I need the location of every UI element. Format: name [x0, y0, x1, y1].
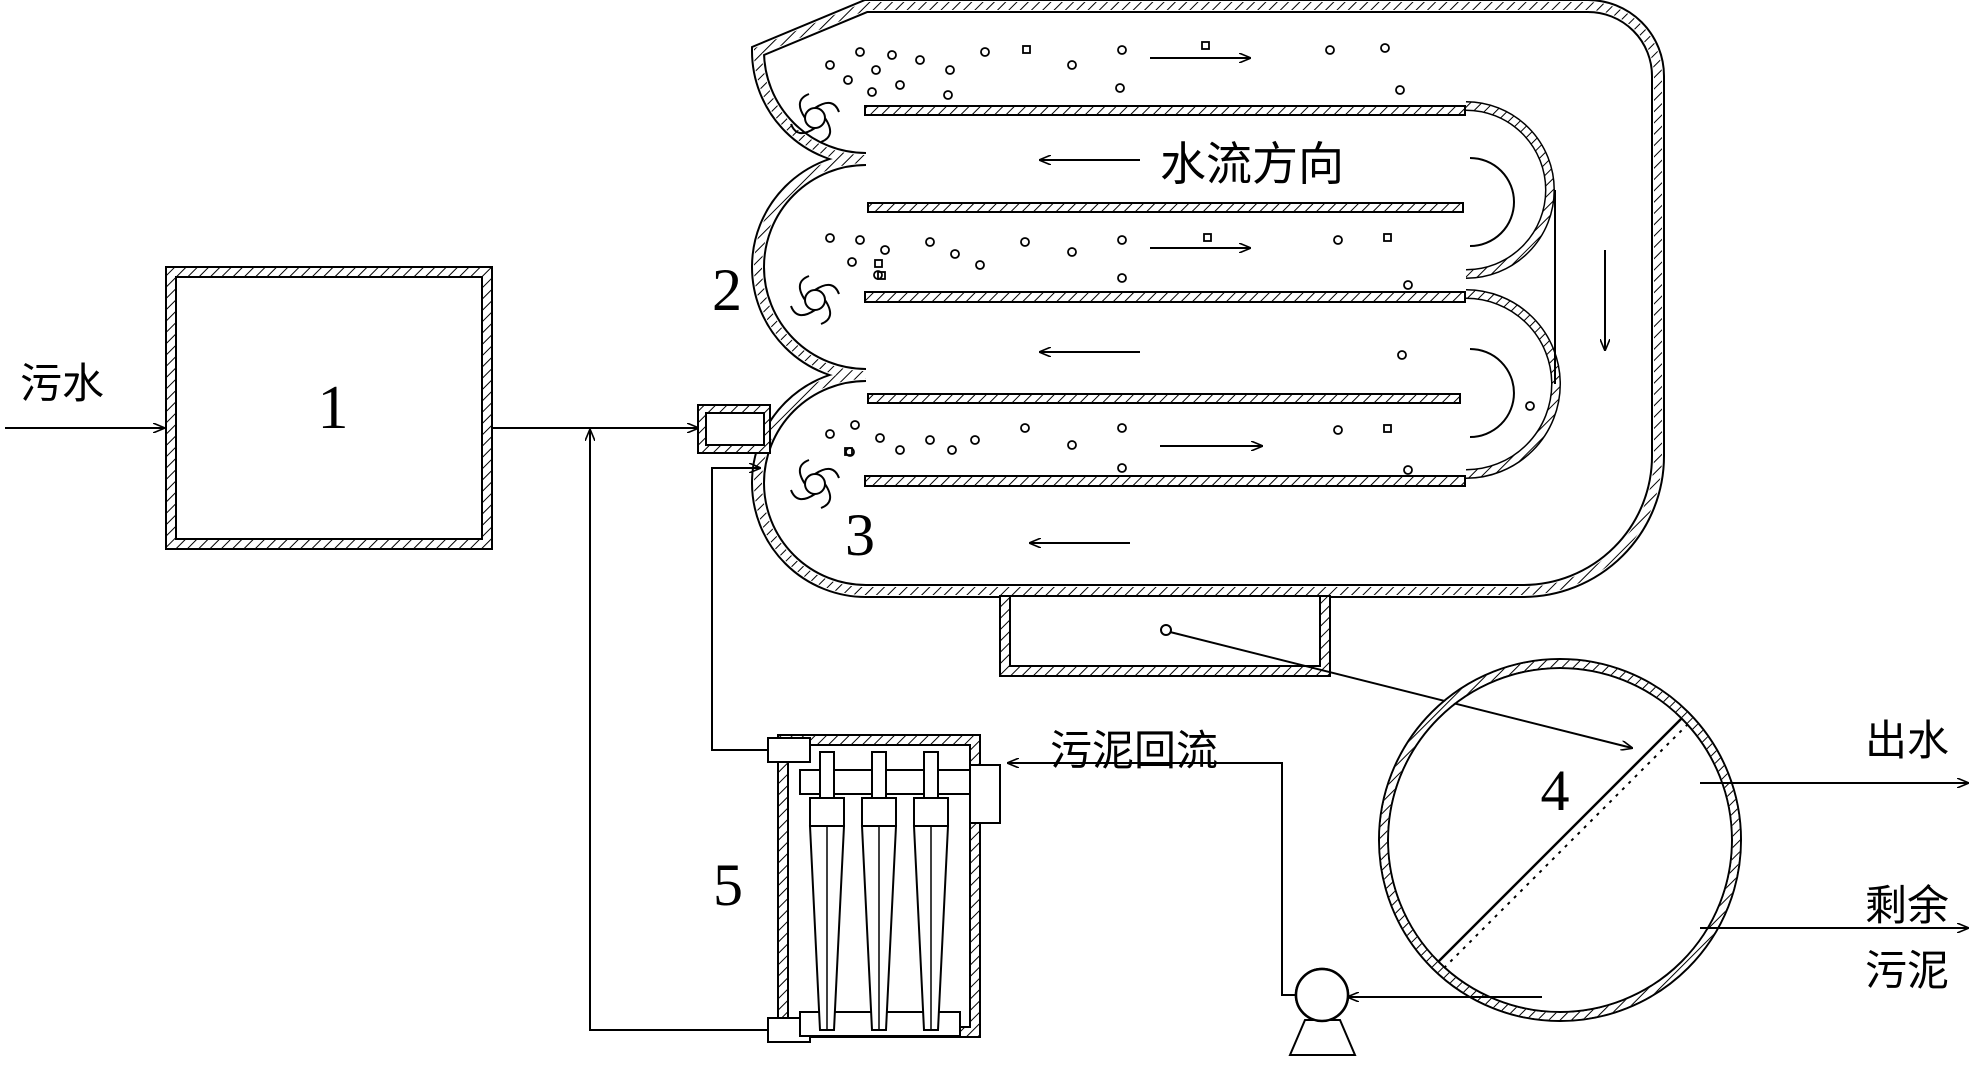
label-excess-sludge-2: 污泥: [1865, 946, 1949, 995]
aerator-icon: [790, 275, 840, 325]
clarifier-4: [1378, 658, 1742, 1022]
label-unit-1: 1: [318, 374, 349, 442]
label-excess-sludge-1: 剩余: [1865, 881, 1949, 930]
oxidation-ditch: [750, 0, 1665, 598]
inlet-pipe: [697, 404, 771, 454]
label-unit-5: 5: [713, 852, 743, 918]
pump-icon: [1288, 967, 1357, 1056]
outlet-sump: [999, 595, 1331, 677]
pipe-to-clarifier: [1169, 631, 1632, 748]
label-effluent: 出水: [1865, 716, 1949, 765]
label-unit-3: 3: [845, 502, 875, 568]
pipe-5-to-inflow: [590, 430, 768, 1031]
flow-arrows: [1030, 58, 1605, 543]
label-flow-direction: 水流方向: [1160, 137, 1344, 191]
tank-1: [165, 266, 493, 550]
sludge-return-pipe: [1008, 763, 1296, 996]
aerator-icon: [790, 459, 840, 509]
label-sludge-return: 污泥回流: [1050, 726, 1218, 775]
particles: [825, 41, 1535, 475]
label-unit-2: 2: [712, 257, 742, 323]
pipe-5-to-reactor: [711, 468, 768, 751]
label-inflow: 污水: [20, 359, 104, 408]
label-unit-4: 4: [1541, 758, 1570, 823]
aerator-icon: [790, 93, 840, 143]
hydrocyclone-5: [767, 734, 1001, 1043]
